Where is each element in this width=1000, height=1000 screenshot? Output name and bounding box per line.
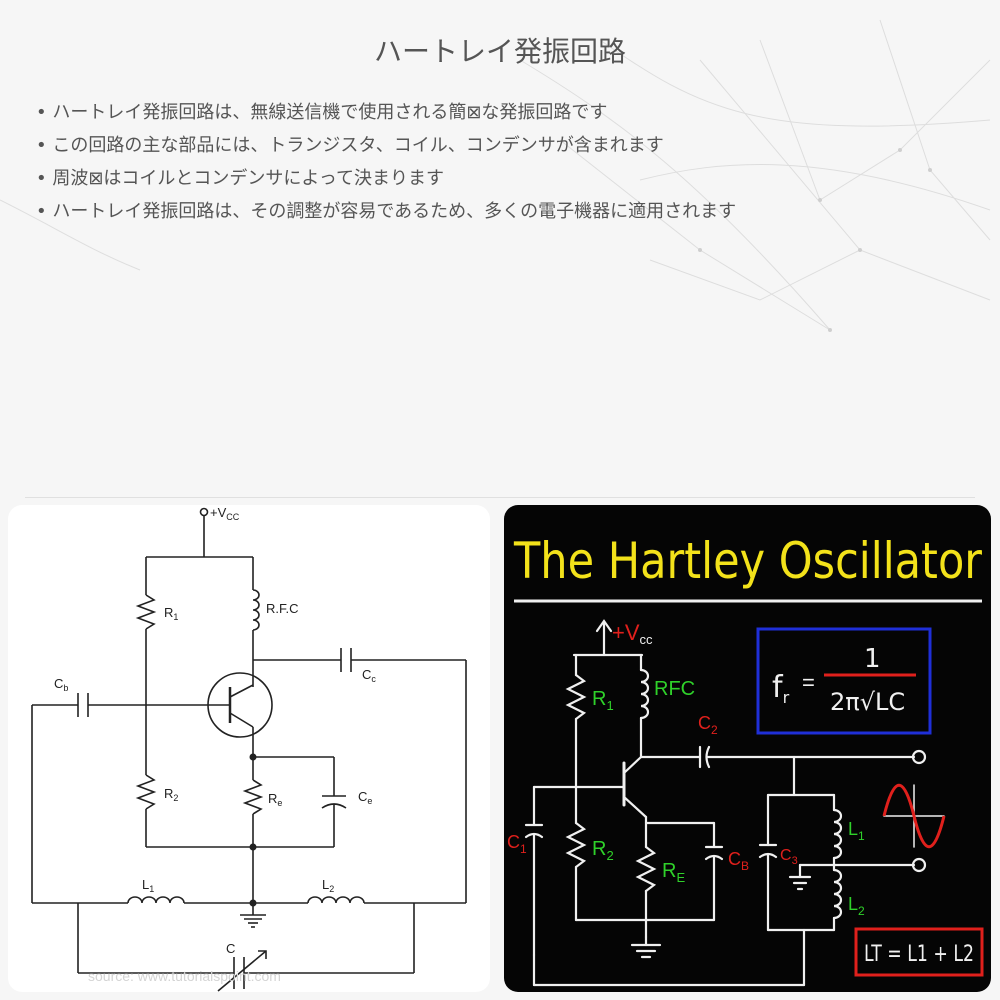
label-vcc: +Vcc xyxy=(612,620,653,647)
label-r1: R1 xyxy=(164,605,178,622)
label-l1: L1 xyxy=(142,877,154,894)
page-title: ハートレイ発振回路 xyxy=(373,35,626,68)
lt-formula: LT = L1 + L2 xyxy=(864,942,974,967)
section-divider xyxy=(25,497,975,498)
label-cb: Cb xyxy=(54,676,68,693)
label-c1: C1 xyxy=(507,832,527,856)
bullet-item: 周波⊠はコイルとコンデンサによって決まります xyxy=(36,162,736,195)
label-ce: Ce xyxy=(358,789,372,806)
label-vcc: +VCC xyxy=(210,505,240,522)
hartley-schematic-left: +VCC R1 R.F.C Cc Cb R2 Re Ce L1 L2 C sou… xyxy=(31,505,467,992)
label-c: C xyxy=(226,941,235,956)
label-l2: L2 xyxy=(848,894,865,918)
left-schematic-image: +VCC R1 R.F.C Cc Cb R2 Re Ce L1 L2 C sou… xyxy=(8,505,490,992)
label-r2: R2 xyxy=(592,838,614,863)
bullet-item: この回路の主な部品には、トランジスタ、コイル、コンデンサが含まれます xyxy=(36,129,736,162)
formula-lhs: fr xyxy=(772,670,790,707)
hartley-schematic-right: The Hartley Oscillator fr = 1 2π√LC xyxy=(507,532,984,987)
right-schematic-image: The Hartley Oscillator fr = 1 2π√LC xyxy=(504,505,991,992)
formula-numerator: 1 xyxy=(864,644,881,674)
label-l1: L1 xyxy=(848,819,865,843)
label-re: RE xyxy=(662,860,685,885)
label-c2: C2 xyxy=(698,713,718,737)
background-network-decoration xyxy=(0,19,991,332)
formula-denominator: 2π√LC xyxy=(830,688,905,716)
bullet-list: ハートレイ発振回路は、無線送信機で使用される簡⊠な発振回路です この回路の主な部… xyxy=(36,96,736,228)
bullet-item: ハートレイ発振回路は、無線送信機で使用される簡⊠な発振回路です xyxy=(36,96,736,129)
label-re: Re xyxy=(268,791,282,808)
label-r1: R1 xyxy=(592,688,614,713)
label-cc: Cc xyxy=(362,667,376,684)
label-cb: CB xyxy=(728,849,749,873)
bullet-item: ハートレイ発振回路は、その調整が容易であるため、多くの電子機器に適用されます xyxy=(36,195,736,228)
label-r2: R2 xyxy=(164,786,178,803)
source-caption: source: www.tutorialspoint.com xyxy=(88,968,281,984)
label-rfc: RFC xyxy=(654,678,695,700)
label-c3: C3 xyxy=(780,847,798,867)
label-l2: L2 xyxy=(322,877,334,894)
chalkboard-title: The Hartley Oscillator xyxy=(513,532,982,590)
label-rfc: R.F.C xyxy=(266,601,299,616)
formula-equals: = xyxy=(802,670,815,695)
